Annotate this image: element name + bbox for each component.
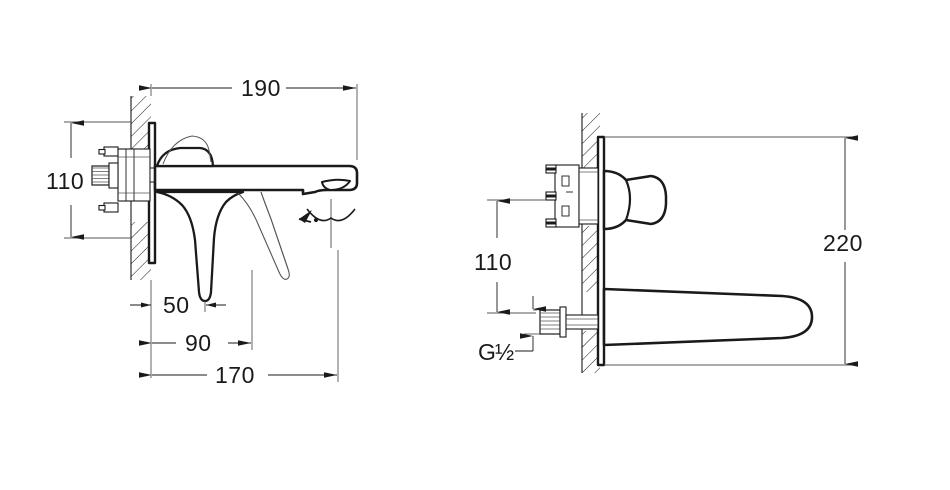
dimension-190: 190 xyxy=(139,75,358,160)
dimension-label-190: 190 xyxy=(241,75,281,101)
concealed-body-right xyxy=(545,164,599,228)
side-section-view: 190 110 50 90 xyxy=(46,75,359,388)
lever-handle-alternate-position xyxy=(237,191,290,280)
dimension-90: 90 xyxy=(139,270,253,356)
dimension-label-170: 170 xyxy=(215,362,255,388)
dimension-label-220: 220 xyxy=(823,230,863,256)
spout-body xyxy=(153,164,359,196)
lever-handle xyxy=(155,190,245,303)
dimension-label-g: G xyxy=(478,339,496,365)
wall-hatching-right xyxy=(581,113,600,373)
dimension-label-90: 90 xyxy=(185,330,212,356)
dimension-220: 220 xyxy=(604,135,863,367)
spout-front xyxy=(602,287,814,347)
supply-connection xyxy=(539,306,599,338)
dimension-label-110-right: 110 xyxy=(474,249,512,275)
dimension-label-50: 50 xyxy=(163,292,190,318)
dimension-50: 50 xyxy=(130,280,226,378)
dimension-label-g-fraction: ½ xyxy=(495,339,515,365)
aerator-symbol xyxy=(298,199,356,248)
dimension-170: 170 xyxy=(139,250,339,388)
dimension-g-half: G ½ xyxy=(478,296,546,365)
wall-hatching xyxy=(130,96,151,280)
handle-knob xyxy=(602,169,668,231)
front-elevation-view: 110 G ½ 220 xyxy=(474,113,863,373)
dimension-110-left: 110 xyxy=(46,120,131,240)
dimension-110-right: 110 xyxy=(474,198,546,315)
dimension-label-110-left: 110 xyxy=(46,168,84,194)
handle-hub xyxy=(155,135,215,168)
